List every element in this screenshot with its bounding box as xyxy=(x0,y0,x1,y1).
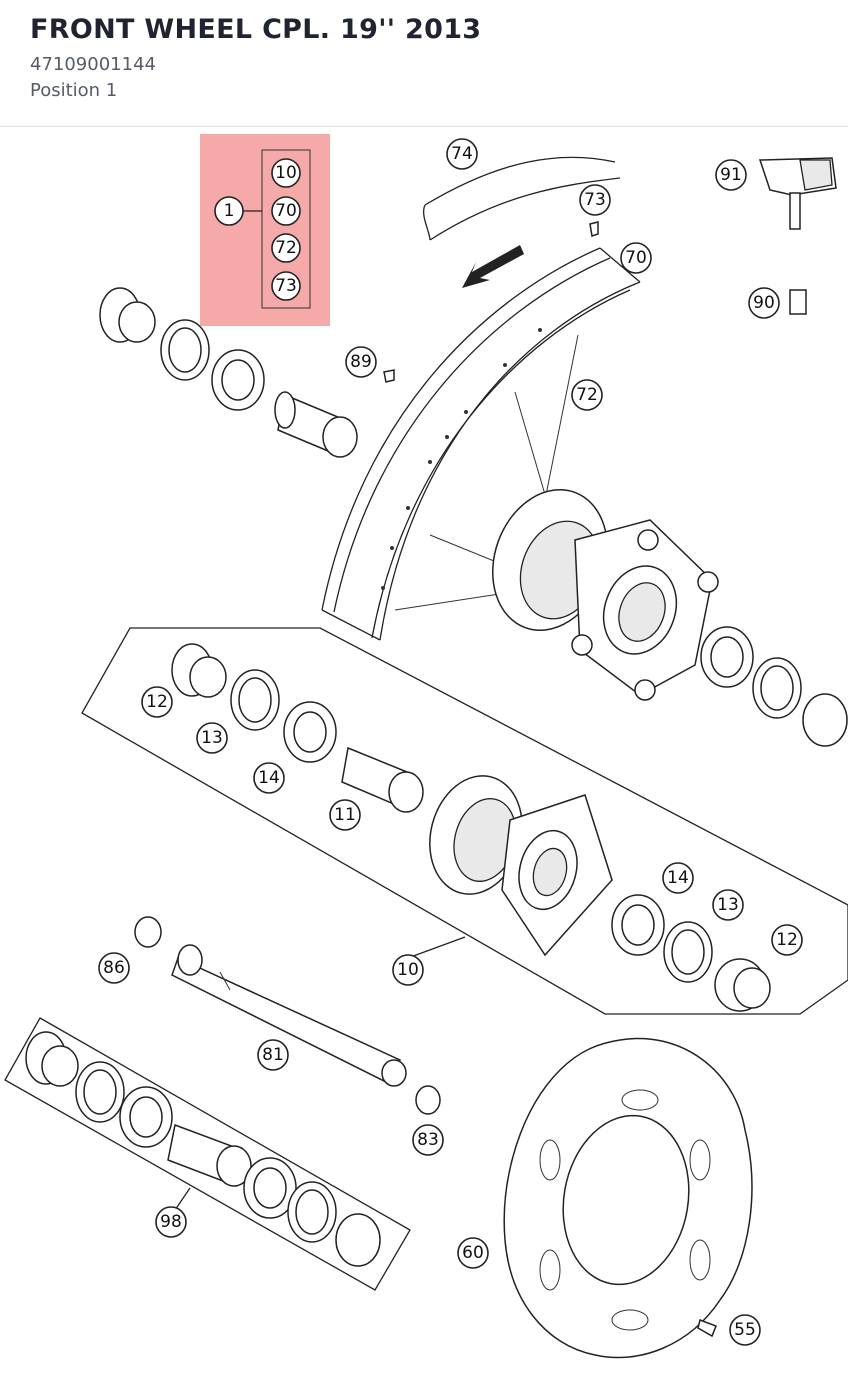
hub-group-frame xyxy=(81,627,848,1015)
disc-bolt-illustration xyxy=(697,1319,717,1338)
callout-91[interactable]: 91 xyxy=(715,159,747,191)
svg-text:10: 10 xyxy=(275,163,297,183)
svg-text:72: 72 xyxy=(275,238,297,258)
callout-assembly-1[interactable]: 1 xyxy=(214,196,244,226)
rotation-arrow xyxy=(462,245,524,288)
callout-assembly-item-72[interactable]: 72 xyxy=(271,233,301,263)
callout-89[interactable]: 89 xyxy=(345,346,377,378)
position-label: Position 1 xyxy=(30,80,118,101)
assembly-bracket xyxy=(261,149,311,309)
callout-assembly-item-73[interactable]: 73 xyxy=(271,271,301,301)
bearing-set-parts xyxy=(25,1031,381,1267)
callout-83[interactable]: 83 xyxy=(412,1124,444,1156)
svg-text:81: 81 xyxy=(262,1045,284,1065)
callout-74[interactable]: 74 xyxy=(446,138,478,170)
svg-text:86: 86 xyxy=(103,958,125,978)
hub-group-parts xyxy=(171,643,771,1012)
callout-10[interactable]: 10 xyxy=(392,954,424,986)
exploded-parts-diagram: 1 10 70 72 73 74 73 70 91 90 89 72 12 13… xyxy=(4,134,848,1359)
svg-text:98: 98 xyxy=(160,1212,182,1232)
svg-text:60: 60 xyxy=(462,1243,484,1263)
svg-text:11: 11 xyxy=(334,805,356,825)
brake-disc-illustration xyxy=(503,1037,753,1359)
top-left-bearing-group xyxy=(99,287,358,458)
svg-text:1: 1 xyxy=(224,201,235,221)
svg-text:74: 74 xyxy=(451,144,473,164)
part-number: 47109001144 xyxy=(30,54,156,75)
callout-86[interactable]: 86 xyxy=(98,952,130,984)
callout-72[interactable]: 72 xyxy=(571,379,603,411)
callout-13-left[interactable]: 13 xyxy=(196,722,228,754)
svg-text:73: 73 xyxy=(584,190,606,210)
svg-text:70: 70 xyxy=(275,201,297,221)
callout-11[interactable]: 11 xyxy=(329,799,361,831)
callout-12-right[interactable]: 12 xyxy=(771,924,803,956)
callout-73[interactable]: 73 xyxy=(579,184,611,216)
svg-text:90: 90 xyxy=(753,293,775,313)
callout-14-left[interactable]: 14 xyxy=(253,762,285,794)
svg-text:13: 13 xyxy=(717,895,739,915)
svg-text:89: 89 xyxy=(350,352,372,372)
page-title: FRONT WHEEL CPL. 19'' 2013 xyxy=(30,14,482,45)
callout-90[interactable]: 90 xyxy=(748,287,780,319)
svg-text:83: 83 xyxy=(417,1130,439,1150)
callout-70[interactable]: 70 xyxy=(620,242,652,274)
svg-text:14: 14 xyxy=(258,768,280,788)
svg-text:12: 12 xyxy=(776,930,798,950)
svg-text:72: 72 xyxy=(576,385,598,405)
callout-assembly-item-10[interactable]: 10 xyxy=(271,158,301,188)
svg-text:10: 10 xyxy=(397,960,419,980)
assembly-highlight[interactable] xyxy=(200,134,330,326)
svg-text:14: 14 xyxy=(667,868,689,888)
callout-14-right[interactable]: 14 xyxy=(662,862,694,894)
callout-55[interactable]: 55 xyxy=(729,1314,761,1346)
callout-12-left[interactable]: 12 xyxy=(141,686,173,718)
svg-text:12: 12 xyxy=(146,692,168,712)
axle-illustration xyxy=(171,956,401,1087)
callout-13-right[interactable]: 13 xyxy=(712,889,744,921)
callout-81[interactable]: 81 xyxy=(257,1039,289,1071)
svg-text:70: 70 xyxy=(625,248,647,268)
callout-60[interactable]: 60 xyxy=(457,1237,489,1269)
callout-98[interactable]: 98 xyxy=(155,1206,187,1238)
svg-text:73: 73 xyxy=(275,276,297,296)
svg-text:13: 13 xyxy=(201,728,223,748)
svg-text:55: 55 xyxy=(734,1320,756,1340)
bearing-set-frame xyxy=(4,1017,411,1291)
valve-cap-illustration xyxy=(789,289,807,315)
svg-text:91: 91 xyxy=(720,165,742,185)
valve-tool-illustration xyxy=(758,157,837,230)
callout-assembly-item-70[interactable]: 70 xyxy=(271,196,301,226)
page-header: FRONT WHEEL CPL. 19'' 2013 47109001144 P… xyxy=(0,0,848,127)
